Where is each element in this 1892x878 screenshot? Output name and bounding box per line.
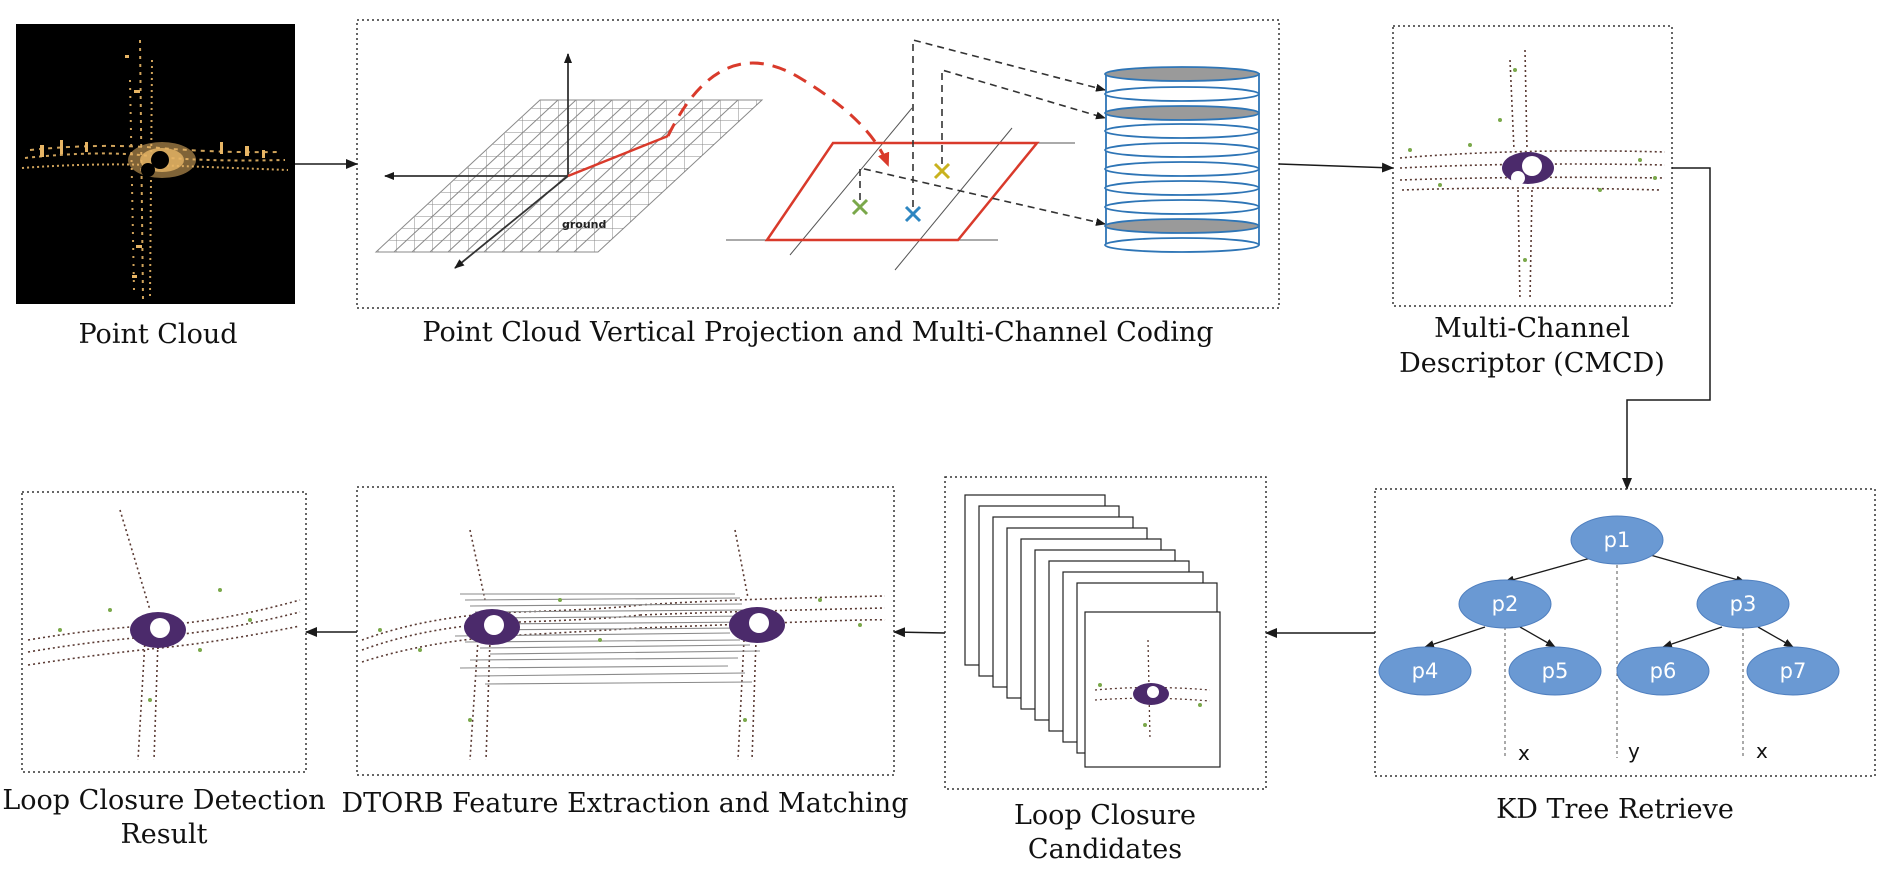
ground-label: ground	[562, 218, 606, 231]
kd-node-p3: p3	[1696, 579, 1790, 629]
caption-dtorb: DTORB Feature Extraction and Matching	[342, 788, 909, 819]
caption-candidates-line2: Candidates	[1028, 834, 1182, 865]
caption-projection: Point Cloud Vertical Projection and Mult…	[422, 317, 1213, 348]
cross-yellow-icon	[933, 162, 951, 180]
kd-node-p7: p7	[1746, 646, 1840, 696]
kd-node-label: p2	[1492, 592, 1519, 616]
kd-node-p6: p6	[1616, 646, 1710, 696]
candidate-front-image	[1094, 639, 1211, 741]
dtorb-image	[361, 529, 886, 761]
kd-node-p4: p4	[1378, 646, 1472, 696]
feature-match-lines	[454, 593, 761, 685]
descriptor-panel: Multi-Channel Descriptor (CMCD)	[1392, 25, 1673, 379]
red-dashed-projection-arrow	[666, 61, 890, 167]
kd-split-label-left: x	[1518, 741, 1530, 765]
caption-kd-tree: KD Tree Retrieve	[1496, 794, 1734, 825]
dtorb-panel: DTORB Feature Extraction and Matching	[342, 486, 909, 819]
kd-node-label: p3	[1730, 592, 1757, 616]
kd-split-label-right: x	[1756, 739, 1768, 763]
cross-blue-icon	[904, 205, 922, 223]
caption-result-line1: Loop Closure Detection	[2, 785, 325, 816]
point-cloud-image	[21, 39, 289, 301]
kd-tree-nodes: p1 p2 p3 p4 p5 p6 p7	[1378, 515, 1840, 696]
caption-result-line2: Result	[120, 819, 207, 850]
cross-green-icon	[851, 198, 869, 216]
projection-panel: ground	[356, 19, 1280, 348]
red-vector	[567, 134, 669, 178]
descriptor-image	[1399, 49, 1666, 301]
projection-plane	[726, 107, 1075, 271]
kd-split-lines	[1504, 565, 1744, 758]
candidates-panel: Loop Closure Candidates	[944, 476, 1267, 865]
kd-split-label-root: y	[1628, 739, 1640, 763]
arrow-descriptor-to-kdtree	[1622, 167, 1711, 490]
result-image	[27, 509, 301, 761]
kd-tree-panel: p1 p2 p3 p4 p5 p6 p7 x y x KD Tree Retrieve	[1374, 488, 1876, 825]
kd-node-label: p4	[1412, 659, 1439, 683]
kd-node-label: p6	[1650, 659, 1677, 683]
kd-tree-edges	[1424, 551, 1794, 648]
arrow-projection-to-descriptor	[1278, 162, 1394, 173]
channel-connectors	[859, 38, 1106, 226]
caption-point-cloud: Point Cloud	[78, 319, 237, 350]
kd-node-label: p7	[1780, 659, 1807, 683]
candidate-stack	[964, 494, 1221, 768]
caption-descriptor-line1: Multi-Channel	[1434, 313, 1630, 344]
kd-node-p1: p1	[1570, 515, 1664, 565]
kd-node-label: p1	[1604, 528, 1631, 552]
caption-candidates-line1: Loop Closure	[1014, 800, 1196, 831]
kd-node-label: p5	[1542, 659, 1569, 683]
point-cloud-panel: Point Cloud	[16, 24, 295, 350]
xyz-axes	[384, 53, 572, 269]
kd-node-p5: p5	[1508, 646, 1602, 696]
arrow-candidates-to-dtorb	[893, 627, 946, 638]
channel-cylinder	[1104, 66, 1260, 253]
caption-descriptor-line2: Descriptor (CMCD)	[1399, 348, 1665, 379]
kd-node-p2: p2	[1458, 579, 1552, 629]
result-panel: Loop Closure Detection Result	[2, 491, 326, 850]
